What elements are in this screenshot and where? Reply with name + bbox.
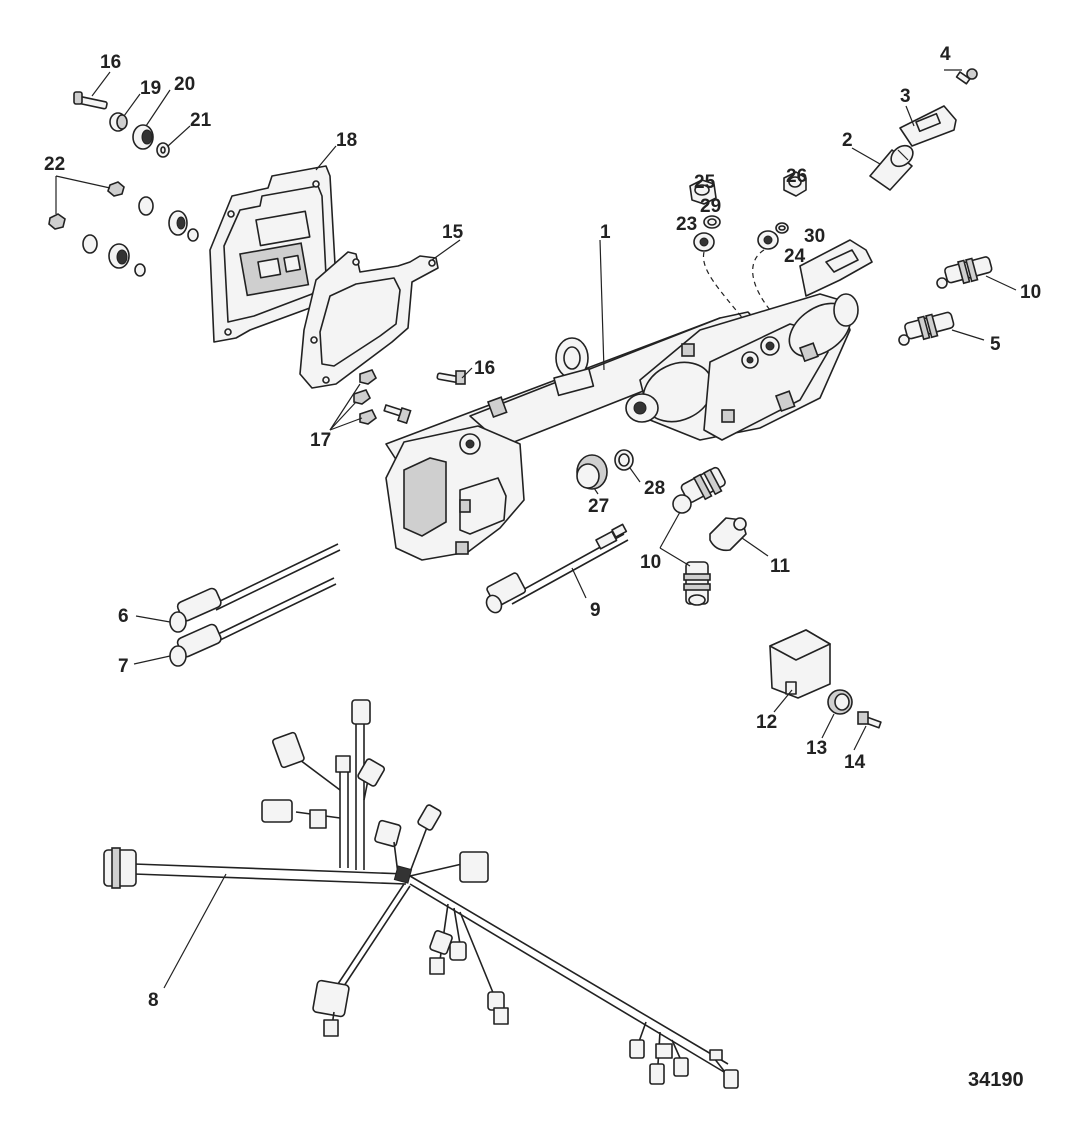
relay-12 [769,629,831,699]
callout-28: 28 [644,478,665,499]
sensor-9 [485,523,629,614]
callout-14: 14 [844,752,866,773]
callout-16-middle: 16 [474,358,495,379]
clip-nuts-17 [353,369,378,425]
bushing-row2 [138,196,199,242]
cover-3 [899,105,957,147]
callout-22: 22 [44,154,65,175]
callout-9: 9 [590,600,601,621]
bushing-row3 [82,234,146,277]
o-ring-30 [775,222,789,234]
callout-4: 4 [940,44,951,65]
callout-13: 13 [806,738,827,759]
washer-21 [156,142,170,158]
wiring-harness-8 [103,699,739,1089]
callout-26: 26 [786,166,807,187]
callout-29: 29 [700,196,721,217]
fitting-10-right [936,256,993,289]
callout-11: 11 [770,556,791,577]
sensor-7 [169,577,337,667]
fitting-25 [689,179,717,205]
callout-7: 7 [118,656,129,677]
fitting-10-middle-a [672,466,726,514]
callout-21: 21 [190,110,212,131]
callout-12: 12 [756,712,777,733]
callout-10-middle: 10 [640,552,661,573]
callout-5: 5 [990,334,1001,355]
bushing-19 [109,112,128,132]
leader-lines [55,69,1017,989]
main-housing-1 [385,239,873,561]
sensor-6 [169,543,341,633]
grommet-20 [132,124,154,150]
callout-25: 25 [694,172,716,193]
cap-27 [576,454,608,490]
callout-3: 3 [900,86,911,107]
callout-6: 6 [118,606,129,627]
callout-19: 19 [140,78,161,99]
engine-control-module-18 [209,165,337,343]
callout-15: 15 [442,222,464,243]
screw-17 [383,404,412,425]
elbow-11 [709,517,747,552]
callout-10-right: 10 [1020,282,1041,303]
nut-22-b [48,213,66,230]
fitting-10-middle-b [683,561,711,606]
callout-17: 17 [310,430,331,451]
callout-1: 1 [600,222,611,243]
mounting-bracket-15 [299,251,439,389]
callout-23: 23 [676,214,697,235]
fitting-5 [898,311,955,346]
plug-2 [869,144,914,191]
fitting-23 [693,232,715,252]
fitting-24 [757,230,779,250]
callout-16-top: 16 [100,52,121,73]
callout-labels: 1 2 3 4 5 6 7 8 9 10 10 11 12 13 14 15 1… [44,44,1041,1091]
bolt-16-top [73,91,108,110]
callout-24: 24 [784,246,806,267]
callout-8: 8 [148,990,159,1011]
grommet-13 [827,689,853,715]
fitting-26 [783,171,807,197]
o-ring-28 [614,449,634,471]
screw-14 [857,711,882,729]
callout-27: 27 [588,496,609,517]
screw-4 [955,68,978,85]
figure-number: 34190 [968,1069,1024,1091]
callout-30: 30 [804,226,825,247]
nut-22-a [107,181,125,197]
callout-2: 2 [842,130,853,151]
callout-18: 18 [336,130,357,151]
bolt-16-middle [436,370,466,385]
o-ring-29 [703,215,721,229]
callout-20: 20 [174,74,195,95]
